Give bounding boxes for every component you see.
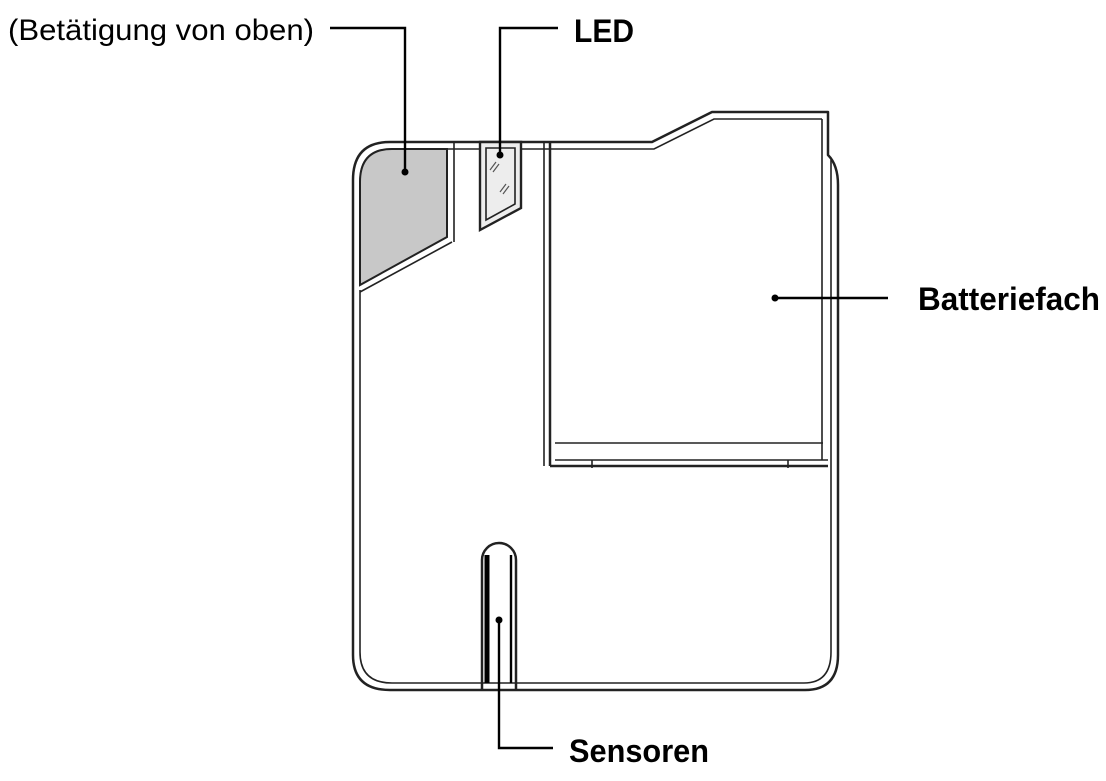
led-reflection-marks bbox=[489, 161, 510, 195]
button-area bbox=[359, 142, 455, 293]
led-shape bbox=[478, 140, 523, 233]
led-window bbox=[478, 140, 523, 233]
dot-button bbox=[401, 168, 409, 176]
label-battery: Batteriefach bbox=[918, 281, 1100, 317]
housing-outline bbox=[351, 110, 840, 692]
label-button: (Betätigung von oben) bbox=[8, 14, 314, 47]
sensor-slot-outline bbox=[480, 541, 518, 690]
leader-button bbox=[330, 26, 407, 172]
battery-compartment bbox=[543, 119, 828, 468]
label-led: LED bbox=[574, 13, 634, 49]
dot-led bbox=[496, 151, 504, 159]
label-sensors: Sensoren bbox=[569, 733, 709, 769]
leader-sensors bbox=[497, 620, 553, 750]
dot-battery bbox=[771, 294, 779, 302]
dot-sensors bbox=[495, 616, 503, 624]
leader-lines bbox=[330, 26, 888, 750]
button-edge-line bbox=[359, 241, 453, 293]
button-shape bbox=[359, 148, 448, 287]
sensor-slot bbox=[480, 541, 518, 690]
led-inner bbox=[485, 147, 516, 222]
leader-led bbox=[498, 26, 558, 155]
